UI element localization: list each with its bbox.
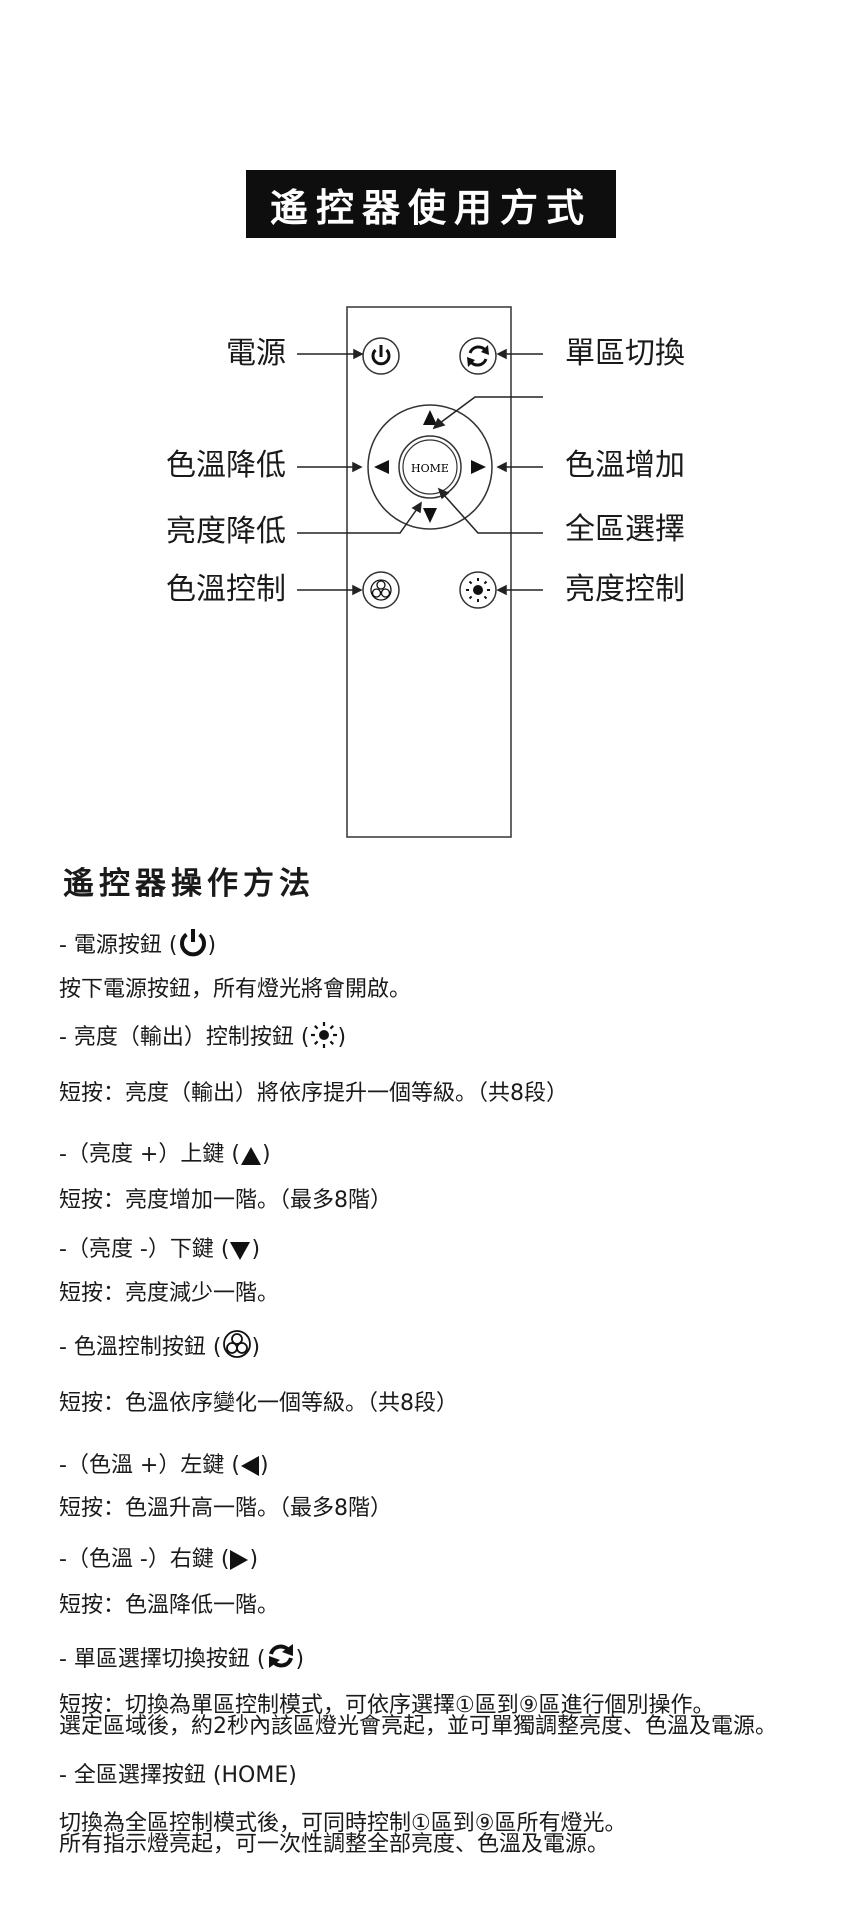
color-temp-button[interactable] [362, 571, 400, 609]
item-left-desc: 短按：色溫升高一階。（最多8階） [59, 1496, 392, 1521]
label-cct-control: 色溫控制 [166, 572, 286, 607]
home-label: HOME [411, 462, 449, 475]
item-power-desc: 按下電源按鈕，所有燈光將會開啟。 [59, 977, 412, 1002]
item-up-desc: 短按：亮度增加一階。（最多8階） [59, 1188, 392, 1213]
item-down-desc: 短按：亮度減少一階。 [59, 1281, 280, 1306]
label-cct-up: 色溫增加 [565, 448, 685, 483]
item-right-desc: 短按：色溫降低一階。 [59, 1593, 280, 1618]
arrow-right-icon [229, 1549, 249, 1571]
item-cct-heading: - 色溫控制按鈕 () [59, 1329, 260, 1362]
item-brightness-desc: 短按：亮度（輸出）將依序提升一個等級。（共8段） [59, 1081, 568, 1106]
page-title: 遙控器使用方式 [246, 170, 616, 238]
pointer-select-all [443, 494, 543, 534]
item-brightness-heading: - 亮度（輸出）控制按鈕 () [59, 1021, 346, 1052]
remote-diagram: HOME [297, 306, 543, 838]
item-home-desc-1: 切換為全區控制模式後，可同時控制①區到⑨區所有燈光。 [59, 1811, 627, 1836]
label-zone-switch: 單區切換 [565, 336, 685, 371]
dpad-ring [367, 404, 493, 530]
label-brightness-control: 亮度控制 [565, 572, 685, 607]
item-left-heading: -（色溫 +）左鍵 () [59, 1453, 269, 1478]
dpad-right-arrow [471, 460, 486, 474]
item-up-heading: -（亮度 +）上鍵 () [59, 1142, 271, 1167]
power-icon [371, 345, 391, 366]
remote-body [346, 306, 512, 838]
color-temp-icon [370, 579, 392, 601]
label-cct-down: 色溫降低 [166, 448, 286, 483]
home-button[interactable]: HOME [398, 435, 462, 499]
arrow-down-icon [229, 1241, 251, 1261]
item-zone-desc-2: 選定區域後，約2秒內該區燈光會亮起，並可單獨調整亮度、色溫及電源。 [59, 1714, 777, 1739]
item-right-heading: -（色溫 -）右鍵 () [59, 1547, 259, 1572]
brightness-icon [466, 578, 490, 602]
item-power-heading: - 電源按鈕 () [59, 927, 216, 960]
power-button[interactable] [362, 337, 400, 375]
dpad-up-arrow [423, 410, 437, 425]
label-power: 電源 [226, 336, 286, 371]
item-cct-desc: 短按：色溫依序變化一個等級。（共8段） [59, 1391, 458, 1416]
item-zone-heading: - 單區選擇切換按鈕 () [59, 1641, 304, 1674]
dpad-down-arrow [423, 508, 437, 523]
power-icon [178, 927, 208, 957]
item-home-heading: - 全區選擇按鈕 (HOME) [59, 1763, 297, 1788]
pointer-brightness-down [297, 508, 418, 534]
section-title: 遙控器操作方法 [63, 866, 315, 902]
zone-switch-icon [467, 345, 489, 367]
item-zone-desc-1: 短按：切換為單區控制模式，可依序選擇①區到⑨區進行個別操作。 [59, 1693, 715, 1718]
brightness-button[interactable] [459, 571, 497, 609]
zone-switch-icon [266, 1641, 296, 1671]
dpad-left-arrow [374, 460, 389, 474]
zone-switch-button[interactable] [459, 337, 497, 375]
arrow-left-icon [240, 1455, 260, 1477]
item-down-heading: -（亮度 -）下鍵 () [59, 1237, 261, 1262]
label-brightness-down: 亮度降低 [166, 514, 286, 549]
pointer-brightness-up [439, 396, 543, 424]
color-temp-icon [222, 1329, 252, 1359]
label-select-all: 全區選擇 [565, 512, 685, 547]
arrow-up-icon [240, 1146, 262, 1166]
brightness-icon [310, 1021, 338, 1049]
item-home-desc-2: 所有指示燈亮起，可一次性調整全部亮度、色溫及電源。 [59, 1832, 610, 1857]
